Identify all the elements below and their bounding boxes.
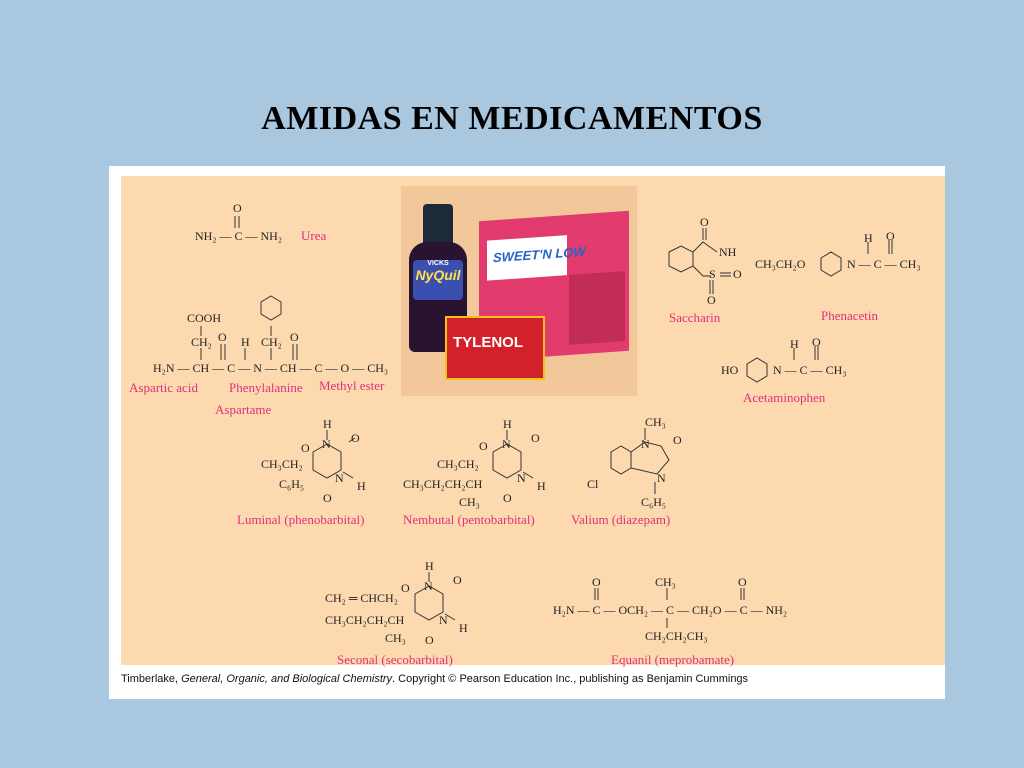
- tylenol-box: TYLENOL: [445, 316, 545, 380]
- nembutal-sub3: CH₃: [459, 495, 480, 509]
- nembutal-o2: O: [531, 431, 540, 445]
- nembutal-n1: N: [502, 437, 511, 451]
- equanil-o2: O: [738, 575, 747, 589]
- urea-formula: NH₂ — C — NH₂: [195, 229, 283, 243]
- aspartame-h: H: [241, 335, 250, 349]
- saccharin-s: S: [709, 267, 716, 281]
- aspartame-o1: O: [218, 330, 227, 344]
- aspartame-ch2-a: CH₂: [191, 335, 212, 349]
- phenacetin-left: CH₃CH₂O: [755, 257, 806, 271]
- equanil-propyl: CH₂CH₂CH₃: [645, 629, 708, 643]
- seconal-sub3: CH₃: [385, 631, 406, 645]
- urea-label: Urea: [301, 228, 327, 243]
- equanil-chain: H₂N — C — OCH₂ — C — CH₂O — C — NH₂: [553, 603, 788, 617]
- nembutal-n2: N: [517, 471, 526, 485]
- phenacetin-o: O: [886, 229, 895, 243]
- valium-n2: N: [657, 471, 666, 485]
- figure-caption: Timberlake, General, Organic, and Biolog…: [121, 673, 748, 685]
- seconal-h1: H: [425, 559, 434, 573]
- nyquil-cap: [423, 204, 453, 244]
- aspartame-label-methyl: Methyl ester: [319, 378, 385, 393]
- seconal-label: Seconal (secobarbital): [337, 652, 453, 667]
- seconal-sub1: CH₂ ═ CHCH₂: [325, 591, 398, 605]
- luminal-h1: H: [323, 417, 332, 431]
- nembutal-sub1: CH₃CH₂: [437, 457, 479, 471]
- figure-frame: O: [109, 166, 945, 699]
- saccharin-nh: NH: [719, 245, 737, 259]
- urea-o: O: [233, 201, 242, 215]
- valium-ph: C₆H₅: [641, 495, 667, 509]
- nembutal-o3: O: [503, 491, 512, 505]
- equanil-ch3: CH₃: [655, 575, 676, 589]
- aspartame-o2: O: [290, 330, 299, 344]
- luminal-n1: N: [322, 437, 331, 451]
- equanil-o1: O: [592, 575, 601, 589]
- caption-author: Timberlake,: [121, 673, 182, 685]
- figure-panel: O: [121, 176, 945, 667]
- tylenol-name: TYLENOL: [453, 334, 523, 351]
- luminal-sub2: C₆H₅: [279, 477, 305, 491]
- seconal-o2: O: [453, 573, 462, 587]
- luminal-h2: H: [357, 479, 366, 493]
- aspartame-ch2-b: CH₂: [261, 335, 282, 349]
- aspartame-cooh: COOH: [187, 311, 222, 325]
- phenacetin-right: N — C — CH₃: [847, 257, 921, 271]
- acetaminophen-right: N — C — CH₃: [773, 363, 847, 377]
- valium-n1: N: [641, 437, 650, 451]
- luminal-n2: N: [335, 471, 344, 485]
- saccharin-o3: O: [707, 293, 716, 307]
- luminal-o1: O: [301, 441, 310, 455]
- aspartame-label-aspartic: Aspartic acid: [129, 380, 198, 395]
- luminal-o2: O: [351, 431, 360, 445]
- luminal-o3: O: [323, 491, 332, 505]
- nyquil-brand: VICKS: [427, 260, 449, 267]
- phenacetin-label: Phenacetin: [821, 308, 879, 323]
- acetaminophen-o: O: [812, 335, 821, 349]
- acetaminophen-left: HO: [721, 363, 739, 377]
- valium-label: Valium (diazepam): [571, 512, 671, 527]
- product-photo: VICKS NyQuil SWEET'N LOW TYLENOL: [401, 186, 637, 396]
- seconal-sub2: CH₃CH₂CH₂CH: [325, 613, 405, 627]
- seconal-n1: N: [424, 579, 433, 593]
- nembutal-o1: O: [479, 439, 488, 453]
- saccharin-label: Saccharin: [669, 310, 721, 325]
- acetaminophen-h: H: [790, 337, 799, 351]
- nembutal-label: Nembutal (pentobarbital): [403, 512, 535, 527]
- bond-lines: [200, 216, 893, 628]
- saccharin-o2: O: [733, 267, 742, 281]
- saccharin-o1: O: [700, 215, 709, 229]
- valium-cl: Cl: [587, 477, 599, 491]
- valium-o: O: [673, 433, 682, 447]
- caption-copyright: . Copyright © Pearson Education Inc., pu…: [392, 673, 749, 685]
- luminal-label: Luminal (phenobarbital): [237, 512, 365, 527]
- valium-ch3: CH₃: [645, 415, 666, 429]
- nyquil-name: NyQuil: [415, 267, 461, 283]
- nembutal-h1: H: [503, 417, 512, 431]
- seconal-n2: N: [439, 613, 448, 627]
- equanil-label: Equanil (meprobamate): [611, 652, 735, 667]
- seconal-h2: H: [459, 621, 468, 635]
- aspartame-label-phenylalanine: Phenylalanine: [229, 380, 303, 395]
- nembutal-h2: H: [537, 479, 546, 493]
- phenacetin-h: H: [864, 231, 873, 245]
- seconal-o1: O: [401, 581, 410, 595]
- caption-book-title: General, Organic, and Biological Chemist…: [181, 673, 393, 685]
- luminal-sub1: CH₃CH₂: [261, 457, 303, 471]
- aspartame-label: Aspartame: [215, 402, 272, 417]
- slide-title: AMIDAS EN MEDICAMENTOS: [261, 100, 763, 137]
- aspartame-backbone: H₂N — CH — C — N — CH — C — O — CH₃: [153, 361, 389, 375]
- seconal-o3: O: [425, 633, 434, 647]
- acetaminophen-label: Acetaminophen: [743, 390, 826, 405]
- nembutal-sub2: CH₃CH₂CH₂CH: [403, 477, 483, 491]
